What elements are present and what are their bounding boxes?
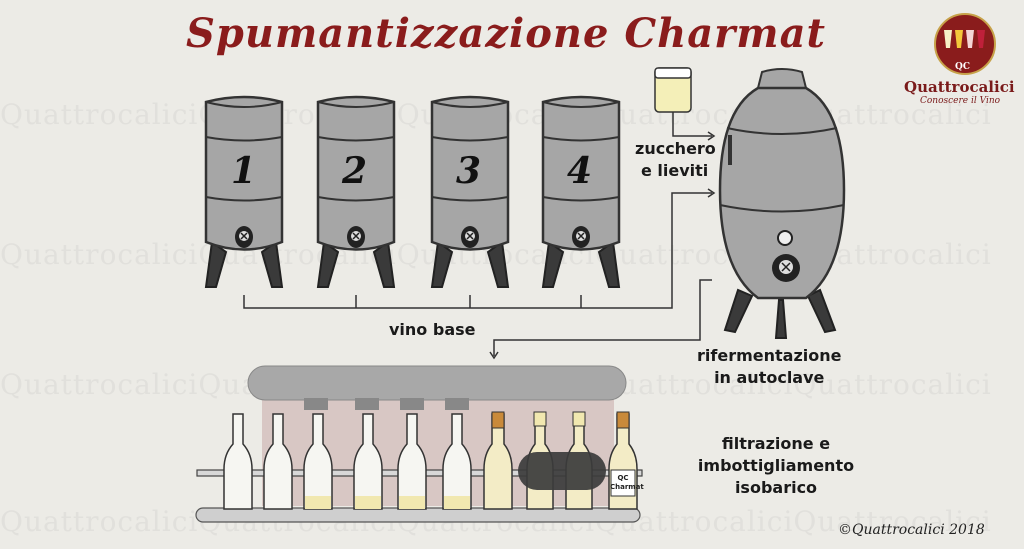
- page-title: Spumantizzazione Charmat: [186, 10, 826, 57]
- label-line: rifermentazione: [697, 346, 842, 365]
- base-wine-label: vino base: [389, 320, 476, 339]
- tank-number: 4: [567, 150, 593, 192]
- bottling-pipe: [489, 279, 712, 360]
- bottle-labeled: [608, 411, 638, 510]
- logo-name: Quattrocalici: [904, 78, 1015, 96]
- base-wine-pipe: [243, 188, 716, 309]
- tank-2: [316, 95, 396, 289]
- bottle: [353, 413, 383, 510]
- bottle: [442, 413, 472, 510]
- tank-number: 1: [231, 150, 257, 192]
- bottle: [303, 413, 333, 510]
- label-line: in autoclave: [714, 368, 825, 387]
- label-line: zucchero: [635, 139, 716, 158]
- autoclave: [718, 68, 846, 339]
- bottle-label-text: QC Charmat: [610, 474, 644, 492]
- copyright: ©Quattrocalici 2018: [838, 522, 985, 538]
- logo-tagline: Conoscere il Vino: [920, 96, 1001, 106]
- logo-emblem: [934, 13, 996, 75]
- bottle-label-line: Charmat: [610, 483, 644, 491]
- tank-1: [204, 95, 284, 289]
- bottle-label-line: QC: [617, 474, 629, 482]
- bottling-label: filtrazione e imbottigliamento isobarico: [696, 433, 856, 499]
- capping-unit: [518, 452, 606, 490]
- tank-3: [430, 95, 510, 289]
- tank-4: [541, 95, 621, 289]
- label-line: imbottigliamento: [697, 456, 855, 475]
- refermentation-label: rifermentazione in autoclave: [697, 345, 841, 389]
- tank-number: 2: [342, 150, 368, 192]
- sugar-yeast-container: [654, 67, 716, 141]
- tank-number: 3: [456, 150, 482, 192]
- sugar-yeast-label: zucchero e lieviti: [635, 138, 716, 182]
- bottle: [223, 413, 253, 510]
- logo-initials: QC: [955, 62, 971, 72]
- bottle-filled: [483, 411, 513, 510]
- label-line: filtrazione e: [721, 434, 831, 453]
- bottle: [397, 413, 427, 510]
- label-line: e lieviti: [641, 161, 709, 180]
- label-line: isobarico: [734, 478, 818, 497]
